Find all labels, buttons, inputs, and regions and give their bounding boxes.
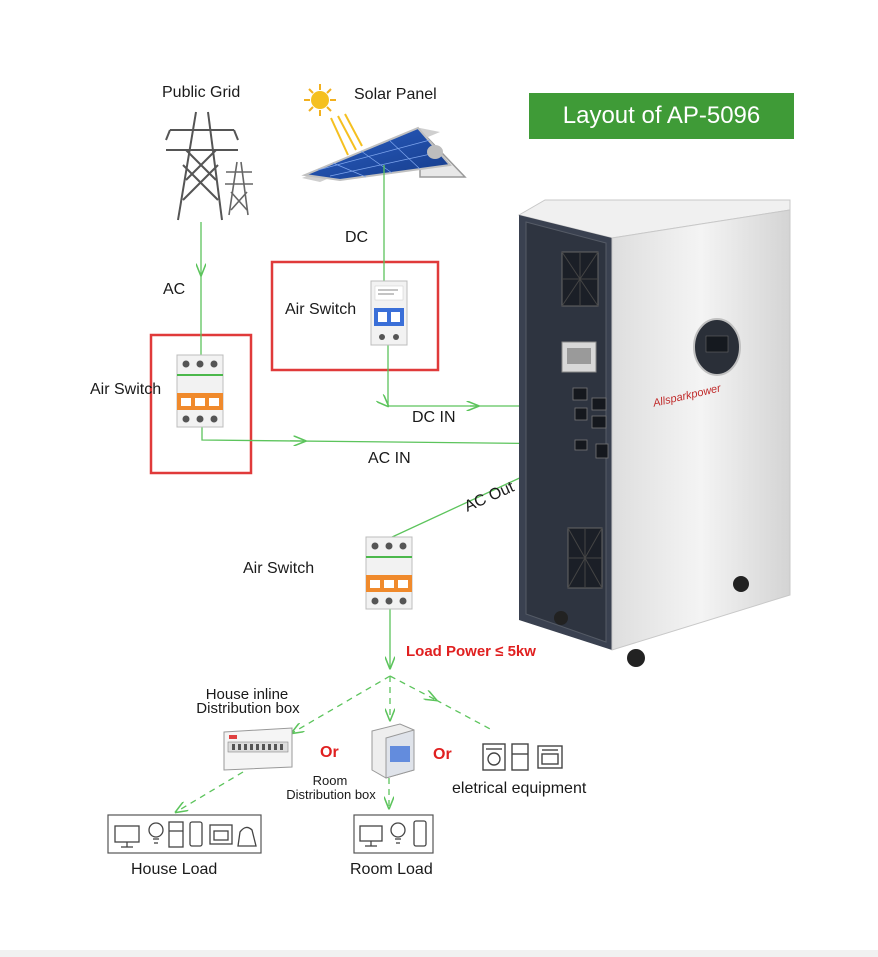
wire-dc-in [388,345,580,406]
room-distribution-box-icon [371,723,415,779]
oven-icon [537,745,563,769]
house-distribution-box-icon [223,727,293,771]
ac-label: AC [163,281,186,298]
electrical-equipment-label: eletrical equipment [452,780,587,797]
power-tower-icon [165,111,239,221]
phone-icon [189,821,203,847]
house-box-label-line1: House inline [205,686,289,703]
battery-inverter-cabinet [517,199,791,667]
dc-in-label: DC IN [412,409,456,426]
room-box-label-line1: Room [312,773,348,788]
sun-icon [304,84,336,116]
room-load-icons [353,814,434,854]
page-bottom-bar [0,950,878,957]
load-power-label: Load Power ≤ 5kw [406,643,536,660]
grid-air-switch-icon [176,354,224,428]
output-air-switch-label: Air Switch [243,560,315,577]
electrical-equipment-icons [482,743,563,771]
solar-panel-icon [301,126,467,182]
diagram-title: Layout of AP-5096 [529,93,794,139]
room-load-label: Room Load [350,861,433,878]
house-box-label-line2: Distribution box [196,700,300,717]
room-box-label-line2: Distribution box [286,787,376,802]
or-label-2: Or [433,746,452,763]
solar-air-switch-label: Air Switch [285,301,357,318]
washing-machine-icon [482,743,506,771]
wire-ac-in [201,425,581,445]
phone-icon [413,820,427,847]
sun-rays-icon [330,113,363,156]
oven-icon [209,824,233,845]
solar-air-switch-icon [370,280,408,346]
iron-icon [237,826,257,847]
output-air-switch-icon [365,536,413,610]
dc-label: DC [345,229,369,246]
bulb-icon [390,822,406,838]
house-load-icons [107,814,262,854]
or-label-1: Or [320,744,339,761]
fridge-icon [511,743,529,771]
fridge-icon [168,821,184,848]
distribution-dashed-wires [176,675,493,812]
public-grid-label: Public Grid [162,84,241,101]
solar-panel-label: Solar Panel [354,86,437,103]
grid-air-switch-label: Air Switch [90,381,162,398]
ac-in-label: AC IN [368,450,411,467]
house-load-label: House Load [131,861,218,878]
small-power-tower-icon [225,161,253,216]
highlight-box-solar-switch [270,260,440,372]
bulb-icon [148,822,164,838]
